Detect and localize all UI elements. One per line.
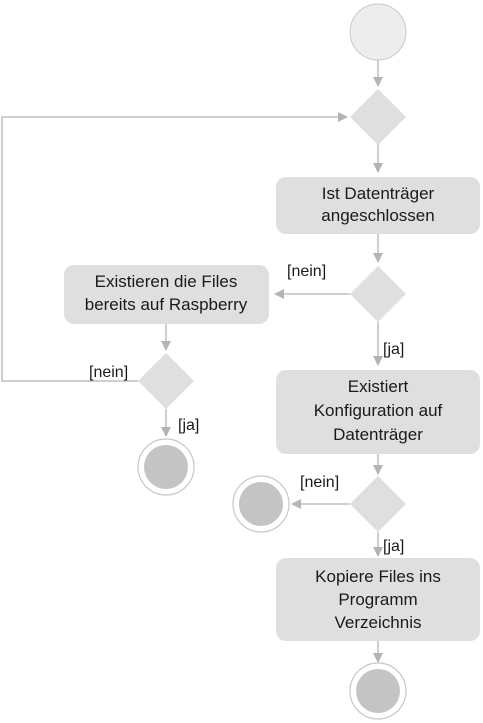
start-node [349, 3, 407, 61]
activity-copy-files-line-1: Kopiere Files ins [315, 567, 441, 586]
activity-copy-files: Kopiere Files ins Programm Verzeichnis [276, 558, 480, 641]
activity-copy-files-line-2: Programm [338, 590, 417, 609]
guard-ja-config: [ja] [383, 538, 404, 555]
end-node-config [232, 475, 290, 533]
activity-config-exists-line-1: Existiert [348, 377, 409, 396]
activity-config-exists-line-2: Konfiguration auf [314, 401, 443, 420]
guard-nein-config: [nein] [300, 474, 339, 491]
decision-files [138, 353, 194, 409]
guard-nein-storage: [nein] [287, 263, 326, 280]
guard-nein-files: [nein] [89, 364, 128, 381]
guard-ja-storage: [ja] [383, 341, 404, 358]
decision-config [350, 476, 406, 532]
end-node-copy [349, 662, 407, 720]
merge-node [350, 89, 406, 145]
activity-config-exists: Existiert Konfiguration auf Datenträger [276, 370, 480, 454]
end-node-files [137, 438, 195, 496]
activity-files-exist: Existieren die Files bereits auf Raspber… [64, 265, 269, 324]
activity-files-exist-line-2: bereits auf Raspberry [85, 295, 248, 314]
activity-check-storage: Ist Datenträger angeschlossen [276, 177, 480, 234]
activity-config-exists-line-3: Datenträger [333, 425, 423, 444]
activity-check-storage-line-2: angeschlossen [321, 206, 434, 225]
guard-ja-files: [ja] [178, 417, 199, 434]
activity-files-exist-line-1: Existieren die Files [95, 272, 238, 291]
activity-copy-files-line-3: Verzeichnis [335, 613, 422, 632]
edges [1, 60, 383, 663]
edge-files-nein-loop [1, 112, 348, 382]
decision-storage [350, 266, 406, 322]
activity-check-storage-line-1: Ist Datenträger [322, 184, 435, 203]
